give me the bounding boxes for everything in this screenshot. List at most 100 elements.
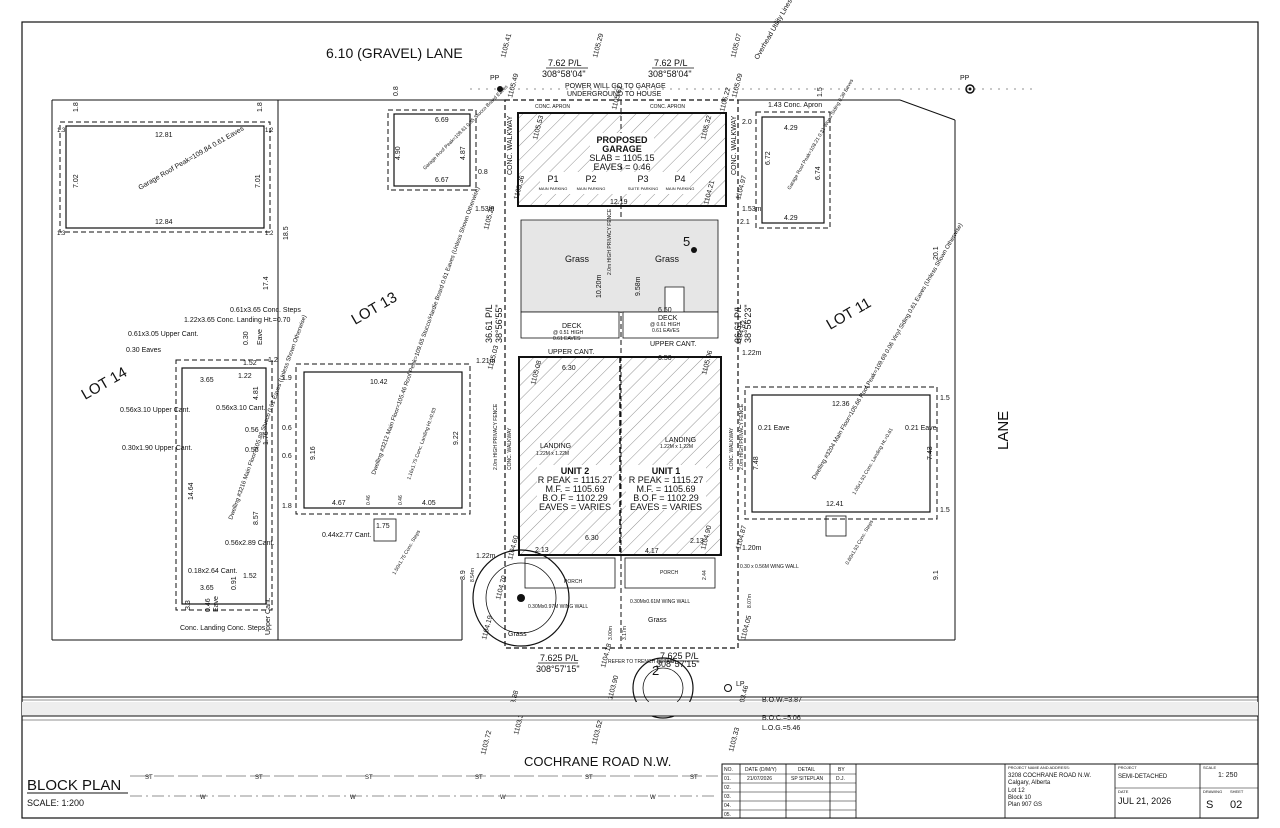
svg-text:0.46: 0.46 — [366, 495, 372, 505]
svg-text:MAIN PARKING: MAIN PARKING — [577, 186, 606, 191]
svg-text:6.69: 6.69 — [435, 117, 449, 124]
svg-text:Grass: Grass — [508, 631, 527, 638]
svg-text:6.50: 6.50 — [658, 307, 672, 314]
svg-text:0.8: 0.8 — [393, 86, 400, 96]
svg-text:1.53m: 1.53m — [742, 206, 762, 213]
svg-text:0.8: 0.8 — [478, 169, 488, 176]
svg-text:CONC. WALKWAY: CONC. WALKWAY — [731, 115, 738, 175]
svg-text:0.46: 0.46 — [398, 495, 404, 505]
svg-text:0.6: 0.6 — [282, 425, 292, 432]
svg-text:ST: ST — [690, 775, 698, 781]
svg-text:DATE: DATE — [1118, 789, 1129, 794]
dwelling-3204-label: Dwelling #3204 Main Floor=105.66 Roof Pe… — [812, 222, 965, 481]
pp-label-right: PP — [960, 75, 970, 82]
svg-text:1.5: 1.5 — [940, 507, 950, 514]
garage-lot14 — [65, 125, 265, 229]
svg-text:MAIN PARKING: MAIN PARKING — [539, 186, 568, 191]
svg-text:1.9: 1.9 — [282, 375, 292, 382]
svg-text:308°57'15": 308°57'15" — [656, 659, 700, 669]
svg-text:1: 250: 1: 250 — [1218, 772, 1238, 779]
svg-text:0.18x2.64 Cant.: 0.18x2.64 Cant. — [188, 568, 237, 575]
svg-text:10.42: 10.42 — [370, 379, 388, 386]
svg-text:0.56: 0.56 — [245, 447, 259, 454]
svg-text:2.0: 2.0 — [742, 119, 752, 126]
unit2-name: UNIT 2 — [561, 466, 590, 476]
svg-text:1104.70: 1104.70 — [495, 575, 508, 601]
boc-label: B.O.C.=5.06 — [762, 715, 801, 722]
svg-text:0.91: 0.91 — [231, 576, 238, 590]
rear-pl-right-bearing: 308°58'04" — [648, 69, 692, 79]
svg-text:10.20m: 10.20m — [596, 274, 603, 298]
svg-text:1.5: 1.5 — [940, 395, 950, 402]
svg-text:SUITE PARKING: SUITE PARKING — [628, 186, 659, 191]
svg-text:Conc. Landing Conc. Steps: Conc. Landing Conc. Steps — [180, 625, 266, 632]
apron-right: CONC. APRON — [650, 104, 685, 110]
svg-text:1105.07: 1105.07 — [730, 33, 743, 59]
svg-text:Upper Cant.: Upper Cant. — [265, 597, 272, 635]
svg-text:0.56x2.89 Cant.: 0.56x2.89 Cant. — [225, 540, 274, 547]
rear-pl-left: 7.62 P/L — [548, 58, 582, 68]
svg-text:9.58m: 9.58m — [635, 276, 642, 296]
rear-pl-left-bearing: 308°58'04" — [542, 69, 586, 79]
garage-lot13 — [393, 113, 471, 187]
front-pl-left: 7.625 P/L — [540, 653, 579, 663]
pp-label-left: PP — [490, 75, 500, 82]
svg-text:EAVES = VARIES: EAVES = VARIES — [539, 502, 611, 512]
svg-text:M.F. = 1105.69: M.F. = 1105.69 — [636, 484, 695, 494]
svg-text:0.30Mx0.97M WING WALL: 0.30Mx0.97M WING WALL — [528, 604, 588, 610]
svg-text:1.16x1.75 Conc. Landing Ht.=0.: 1.16x1.75 Conc. Landing Ht.=0.83 — [406, 407, 438, 481]
side-pl-right: 36.61 P/L — [733, 304, 743, 343]
svg-text:1.22x3.65 Conc. Landing Ht.=0.: 1.22x3.65 Conc. Landing Ht.=0.70 — [184, 317, 291, 324]
svg-text:R PEAK = 1115.27: R PEAK = 1115.27 — [629, 475, 703, 485]
svg-text:7.48: 7.48 — [753, 456, 760, 470]
svg-text:D.J.: D.J. — [836, 776, 845, 782]
svg-text:1.8: 1.8 — [282, 503, 292, 510]
svg-text:1.52: 1.52 — [243, 573, 257, 580]
svg-text:0.60x1.53 Conc. Steps: 0.60x1.53 Conc. Steps — [845, 519, 876, 566]
svg-text:0.46: 0.46 — [205, 598, 212, 612]
svg-text:1.22M x 1.22M: 1.22M x 1.22M — [536, 451, 569, 457]
svg-text:Grass: Grass — [648, 617, 667, 624]
svg-text:1.22m: 1.22m — [476, 553, 496, 560]
svg-text:6.30: 6.30 — [585, 535, 599, 542]
svg-text:4.29: 4.29 — [784, 125, 798, 132]
svg-text:B.O.F = 1102.29: B.O.F = 1102.29 — [633, 493, 699, 503]
svg-text:1104.05: 1104.05 — [740, 615, 753, 641]
svg-text:0.30: 0.30 — [243, 331, 250, 345]
svg-text:@ 0.61 HIGH: @ 0.61 HIGH — [650, 322, 680, 328]
svg-text:2: 2 — [652, 663, 659, 678]
tree-left — [472, 549, 570, 647]
svg-text:17.4: 17.4 — [263, 276, 270, 290]
power-pole-right — [965, 84, 975, 94]
block-plan-scale: SCALE: 1:200 — [27, 798, 84, 808]
svg-text:8.9: 8.9 — [460, 570, 467, 580]
svg-text:3.65: 3.65 — [200, 585, 214, 592]
svg-text:4.81: 4.81 — [253, 386, 260, 400]
svg-text:UPPER CANT.: UPPER CANT. — [548, 349, 594, 356]
svg-text:0.21 Eave: 0.21 Eave — [905, 425, 937, 432]
svg-text:BY: BY — [838, 767, 845, 773]
svg-text:18.5: 18.5 — [283, 226, 290, 240]
sheet-letter: S — [1206, 799, 1213, 811]
svg-text:Plan 907 GS: Plan 907 GS — [1008, 802, 1042, 808]
svg-text:1.52: 1.52 — [243, 360, 257, 367]
log-label: L.O.G.=5.46 — [762, 725, 800, 732]
svg-text:4.87: 4.87 — [460, 146, 467, 160]
street-label: COCHRANE ROAD N.W. — [524, 754, 671, 769]
tree-right — [632, 657, 694, 719]
svg-text:1.22M x 1.22M: 1.22M x 1.22M — [660, 444, 693, 450]
svg-text:UPPER CANT.: UPPER CANT. — [650, 341, 696, 348]
rear-pl-right: 7.62 P/L — [654, 58, 688, 68]
svg-text:B.O.F = 1102.29: B.O.F = 1102.29 — [542, 493, 608, 503]
svg-text:1.2: 1.2 — [268, 357, 278, 364]
svg-text:8.57: 8.57 — [253, 511, 260, 525]
svg-text:6.50: 6.50 — [658, 355, 672, 362]
svg-text:4.17: 4.17 — [645, 548, 659, 555]
svg-text:8.07m: 8.07m — [747, 594, 753, 608]
grass-left: Grass — [565, 254, 590, 264]
svg-text:3.17m: 3.17m — [622, 626, 628, 640]
svg-text:EAVES = VARIES: EAVES = VARIES — [630, 502, 702, 512]
svg-text:1.8: 1.8 — [257, 102, 264, 112]
svg-text:DRAWING: DRAWING — [1203, 789, 1222, 794]
